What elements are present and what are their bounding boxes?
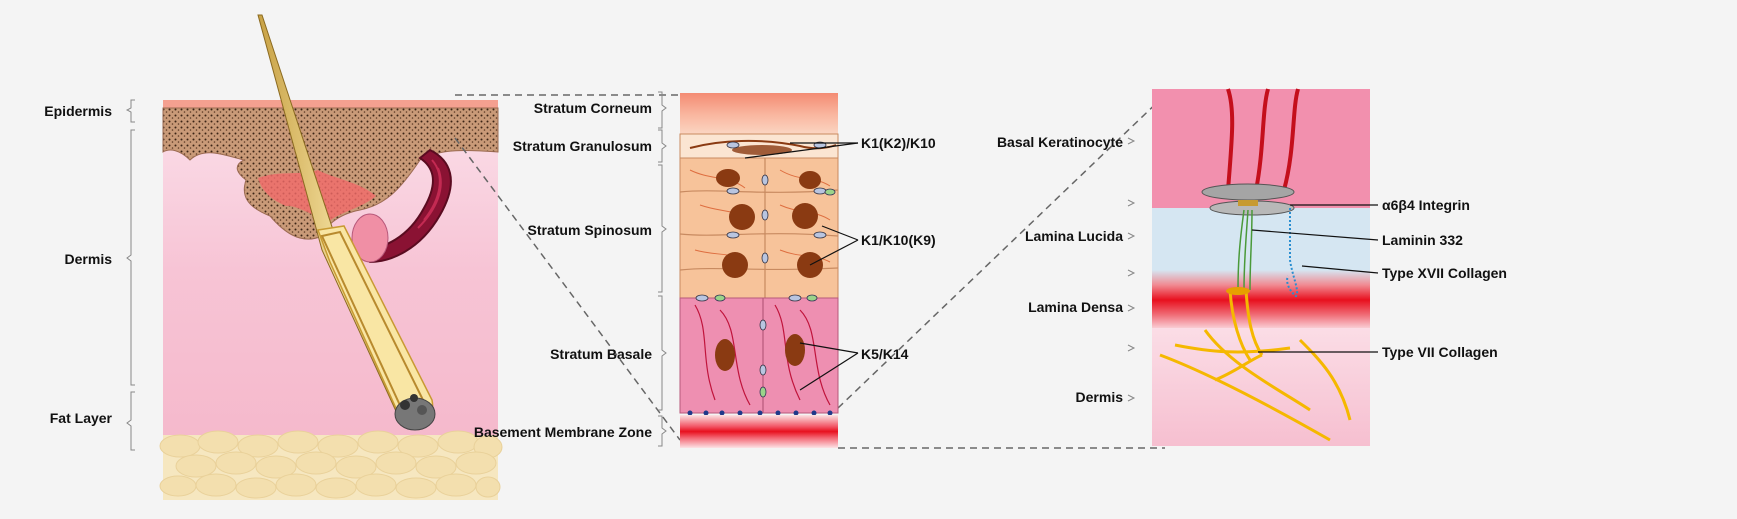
laminin-332 <box>1237 209 1253 291</box>
sebaceous-gland <box>351 213 389 263</box>
label-basement-membrane-zone: Basement Membrane Zone <box>473 424 652 440</box>
type-vii-collagen <box>1159 289 1352 442</box>
label-stratum-granulosum: Stratum Granulosum <box>512 138 652 154</box>
epidermis-layer <box>162 107 499 240</box>
label-epidermis: Epidermis <box>44 103 112 119</box>
basale-keratin-filaments <box>694 304 831 406</box>
epidermis-panel <box>679 93 839 448</box>
label-k5-k14: K5/K14 <box>861 346 909 362</box>
bmz-brackets <box>1127 137 1136 402</box>
label-dermis: Dermis <box>64 251 112 267</box>
basale-nuclei <box>715 334 805 371</box>
lamina-densa-region <box>1152 270 1370 330</box>
epidermis-brackets <box>658 91 667 447</box>
type-xvii-collagen <box>1286 208 1299 298</box>
label-type-vii-collagen: Type VII Collagen <box>1382 344 1498 360</box>
keratin-filaments-bmz <box>1226 88 1300 191</box>
hemidesmosome-plaque <box>1201 183 1295 201</box>
stratum-corneum <box>680 93 838 135</box>
label-stratum-spinosum: Stratum Spinosum <box>527 222 652 238</box>
lamina-lucida-region <box>1152 208 1370 278</box>
epidermis-surface <box>163 100 498 108</box>
spinosum-nuclei <box>716 169 823 278</box>
skin-brackets <box>125 99 135 451</box>
label-stratum-corneum: Stratum Corneum <box>533 100 652 116</box>
label-fat-layer: Fat Layer <box>49 410 112 426</box>
label-k1-k2-k10: K1(K2)/K10 <box>861 135 936 151</box>
basement-membrane-zone <box>680 415 838 448</box>
label-k1-k10-k9: K1/K10(K9) <box>861 232 936 248</box>
keratin-leaders <box>744 142 859 391</box>
fat-cells <box>159 430 503 499</box>
label-type-xvii-collagen: Type XVII Collagen <box>1382 265 1507 281</box>
label-stratum-basale: Stratum Basale <box>550 346 652 362</box>
label-lamina-densa: Lamina Densa <box>1028 299 1123 315</box>
hemidesmosome-dots <box>687 410 833 416</box>
label-a6b4-integrin: α6β4 Integrin <box>1382 197 1470 213</box>
label-laminin-332: Laminin 332 <box>1382 232 1463 248</box>
label-basal-keratinocyte: Basal Keratinocyte <box>996 134 1123 150</box>
zoom-connectors <box>454 94 1166 449</box>
label-dermis-bmz: Dermis <box>1075 389 1123 405</box>
stratum-basale <box>679 297 839 414</box>
bmz-panel <box>1152 88 1370 446</box>
label-lamina-lucida: Lamina Lucida <box>1024 228 1123 244</box>
desmosomes <box>695 141 827 376</box>
skin-panel <box>159 14 503 500</box>
protein-leaders <box>1251 204 1379 353</box>
hair-shaft <box>257 14 436 431</box>
